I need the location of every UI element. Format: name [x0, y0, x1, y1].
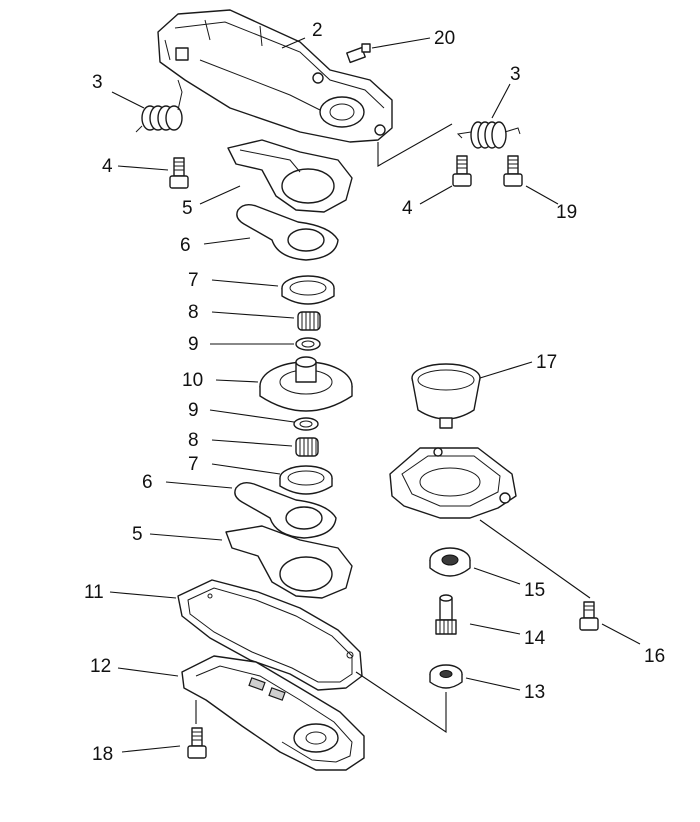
part-12-lower-housing: [181, 655, 365, 771]
part-4-screw-right: [452, 155, 472, 187]
part-9-washer-upper: [295, 337, 321, 351]
callout-12: 12: [90, 656, 111, 677]
callout-17: 17: [536, 352, 557, 373]
part-8-bearing-upper: [297, 311, 321, 331]
callout-20: 20: [434, 28, 455, 49]
part-4-screw-left: [169, 157, 189, 189]
callout-16: 16: [644, 646, 665, 667]
part-8-bearing-lower: [295, 437, 319, 457]
callout-2: 2: [312, 20, 323, 41]
leader-lines: [109, 37, 641, 753]
part-7-ring-upper: [281, 275, 335, 305]
part-3-spring-left: [135, 79, 183, 133]
callout-4-right: 4: [402, 198, 413, 219]
part-13-bearing: [429, 664, 463, 689]
callout-15: 15: [524, 580, 545, 601]
callout-8-lower: 8: [188, 430, 199, 451]
part-14-pinion-shaft: [435, 594, 457, 635]
callout-7-lower: 7: [188, 454, 199, 475]
callout-4-left: 4: [102, 156, 113, 177]
callout-5-upper: 5: [182, 198, 193, 219]
callout-11: 11: [84, 582, 104, 603]
callout-10: 10: [182, 370, 203, 391]
part-11-large-gasket: [177, 579, 363, 691]
part-10-gear: [259, 356, 353, 412]
part-15-ball-bearing: [429, 547, 471, 577]
gear-case: [389, 447, 517, 519]
callout-8-upper: 8: [188, 302, 199, 323]
part-7-ring-lower: [279, 465, 333, 495]
callout-6-upper: 6: [180, 235, 191, 256]
part-18-screw: [187, 727, 207, 759]
callout-9-lower: 9: [188, 400, 199, 421]
callout-7-upper: 7: [188, 270, 199, 291]
callout-13: 13: [524, 682, 545, 703]
part-5-gasket-upper: [227, 139, 353, 213]
part-17-cup: [411, 363, 481, 429]
part-20-grease-fitting: [346, 43, 371, 64]
part-16-screw: [579, 601, 599, 631]
callout-3-left: 3: [92, 72, 103, 93]
part-19-screw: [503, 155, 523, 187]
callout-3-right: 3: [510, 64, 521, 85]
part-3-spring-right: [456, 121, 521, 149]
callout-19: 19: [556, 202, 577, 223]
callout-5-lower: 5: [132, 524, 143, 545]
callout-14: 14: [524, 628, 546, 649]
part-6-plate-upper: [236, 203, 339, 261]
part-2-upper-housing: [157, 9, 393, 143]
callout-9-upper: 9: [188, 334, 199, 355]
part-5-gasket-lower: [225, 525, 353, 599]
callout-labels: 2 20 3 3 4 4 19 5 6 7 8 9 10 9 8 7 6 5 1…: [84, 20, 665, 765]
part-6-plate-lower: [234, 481, 337, 539]
callout-18: 18: [92, 744, 113, 765]
part-9-washer-lower: [293, 417, 319, 431]
callout-6-lower: 6: [142, 472, 153, 493]
